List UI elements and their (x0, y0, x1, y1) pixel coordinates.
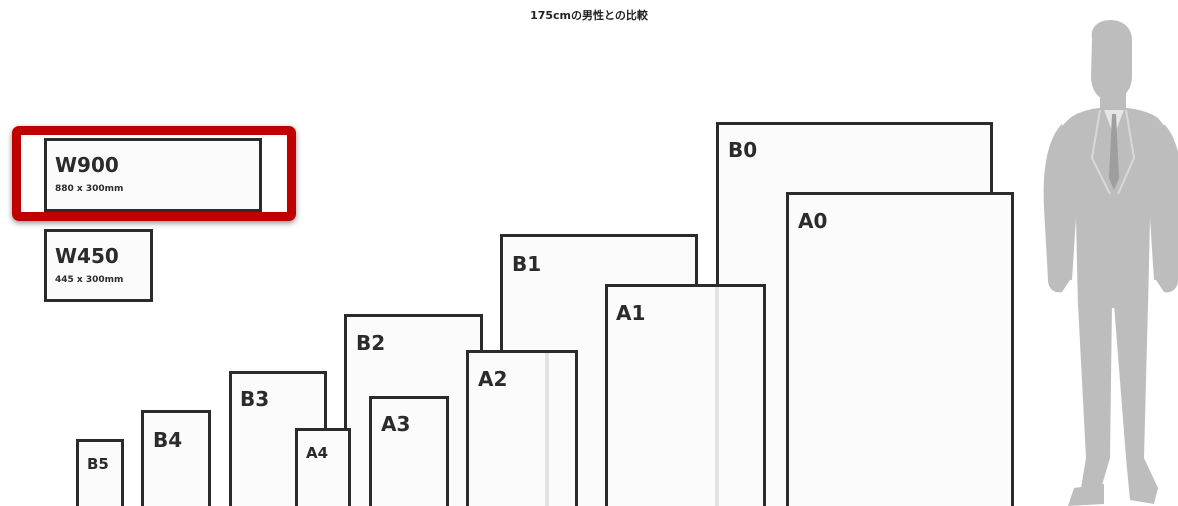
board-w900: W900 880 x 300mm (44, 138, 262, 212)
board-w450-name: W450 (55, 244, 119, 268)
label-b5: B5 (87, 455, 109, 473)
paper-b4 (141, 410, 211, 506)
board-w450: W450 445 x 300mm (44, 229, 153, 302)
paper-a2-inner-edge (545, 353, 549, 506)
w900-highlight-frame (12, 126, 296, 221)
board-w450-size: 445 x 300mm (55, 275, 124, 285)
label-b4: B4 (153, 428, 183, 452)
man-silhouette-icon (1043, 20, 1178, 506)
label-b2: B2 (356, 331, 386, 355)
paper-a0 (786, 192, 1014, 506)
paper-a4 (295, 428, 351, 506)
paper-b5 (76, 439, 124, 506)
label-b1: B1 (512, 252, 542, 276)
label-b3: B3 (240, 387, 270, 411)
paper-a1-inner-edge (715, 287, 719, 506)
label-a1: A1 (616, 301, 646, 325)
diagram-title: 175cmの男性との比較 (530, 9, 648, 22)
paper-a1 (605, 284, 766, 506)
label-a3: A3 (381, 412, 411, 436)
label-a4: A4 (306, 444, 329, 462)
board-w900-name: W900 (55, 153, 119, 177)
board-w900-size: 880 x 300mm (55, 184, 124, 194)
label-b0: B0 (728, 138, 758, 162)
paper-a2 (466, 350, 578, 506)
paper-a3 (369, 396, 449, 506)
label-a0: A0 (798, 209, 828, 233)
label-a2: A2 (478, 367, 508, 391)
